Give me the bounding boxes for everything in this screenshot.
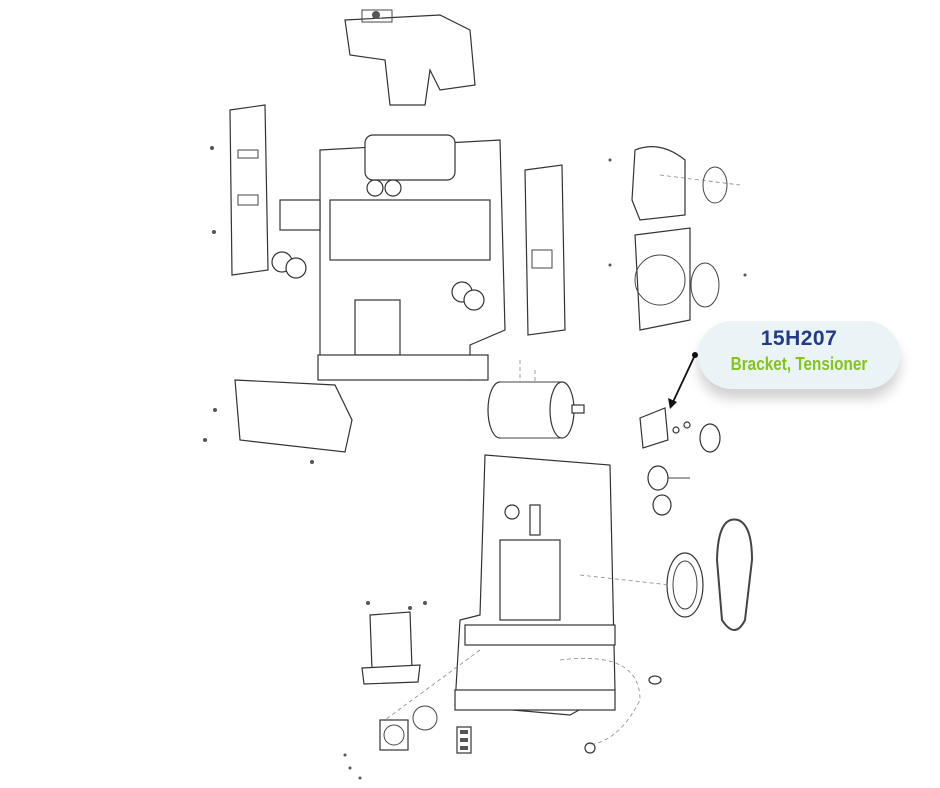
motor (487, 360, 585, 439)
callout-leader-arrow (668, 352, 698, 409)
right-side-panel (524, 164, 566, 336)
top-cover (344, 9, 476, 106)
left-side-panel (210, 104, 269, 276)
lower-cover (234, 379, 353, 453)
cooling-fan (379, 705, 438, 751)
drive-belt (715, 518, 754, 631)
part-name: Bracket, Tensioner (730, 354, 868, 374)
blower-housing (631, 146, 741, 331)
part-callout: 15H207 Bracket, Tensioner (698, 321, 900, 389)
bracket-tensioner (639, 407, 691, 449)
pulleys (579, 423, 721, 618)
transformer (361, 601, 427, 685)
lower-frame-assembly (454, 454, 616, 716)
part-number: 15H207 (760, 327, 838, 350)
terminal-block (456, 726, 472, 754)
fasteners (203, 158, 747, 780)
upper-frame-assembly (271, 134, 506, 381)
